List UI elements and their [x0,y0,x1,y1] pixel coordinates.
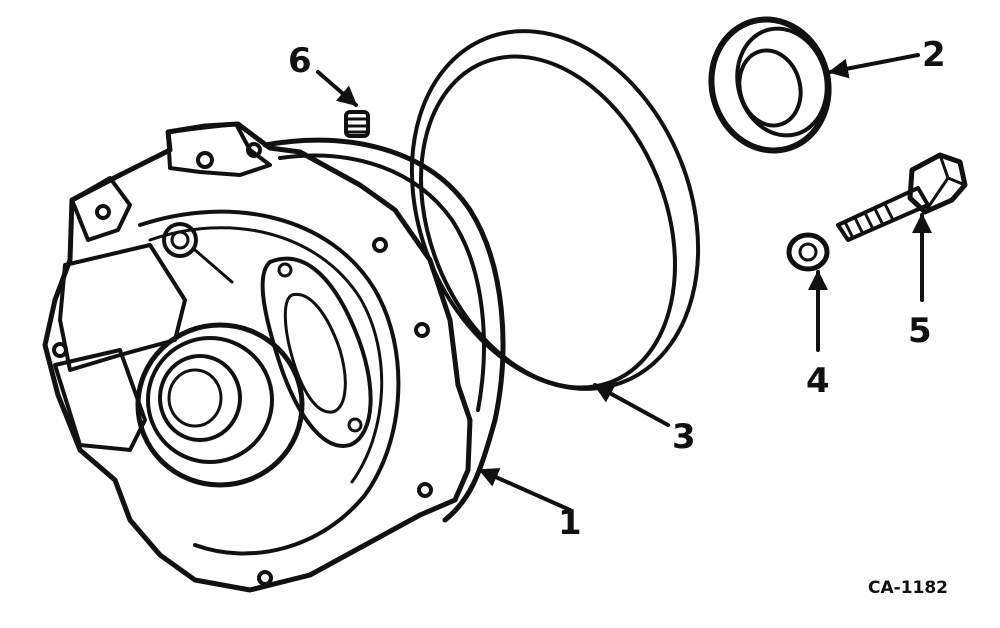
arrow-to-part-3 [593,383,670,427]
flange-bolt-hole [347,417,363,433]
housing-left-ear [70,176,132,242]
callout-2: 2 [922,35,946,75]
housing-rear-rim-inner [278,153,486,412]
bolt-hole [372,237,388,253]
bolt-hole [196,151,214,169]
hub-bore-inner [167,368,223,428]
boss-rib [193,248,234,284]
pipe-plug-threads [345,117,369,134]
callout-6: 6 [288,41,312,81]
outlet-flange [260,256,373,448]
housing-face-ring-inner [148,226,384,484]
pump-housing-part [42,121,506,593]
center-hub [135,322,305,488]
o-ring-outer [409,29,701,391]
callout-4: 4 [806,361,830,401]
seal-bore [737,48,803,128]
arrow-to-part-2 [828,53,920,79]
housing-top-ear [166,122,272,177]
hub-bore [158,354,242,442]
housing-face-ring [138,209,401,556]
bolt-hole [246,142,262,158]
washer-outer [786,232,830,272]
oil-seal-part [708,16,832,154]
washer-part [786,232,830,272]
bolt-hole [257,570,273,586]
arrow-to-part-1 [478,468,572,512]
figure-code: CA-1182 [868,578,948,598]
pipe-plug-part [344,110,370,138]
bolt-threads [843,202,895,240]
flange-bolt-hole [277,262,293,278]
pipe-plug-body [344,110,370,138]
bolt-hole [95,204,111,220]
outlet-port [283,292,347,414]
callout-1: 1 [558,503,582,543]
housing-lower-bracket [53,348,147,452]
bolt-hole [414,322,430,338]
bolt-part [836,152,968,242]
housing-side-bracket [58,243,187,372]
bolt-hole [417,482,433,498]
o-ring-part [409,29,701,391]
leader-arrows [316,53,932,512]
bolt-head [907,152,968,215]
o-ring-inner [419,54,677,390]
hub-ring [146,336,274,464]
bolt-head-facets [923,153,967,214]
top-boss-bolt [170,230,190,250]
washer-hole [798,242,818,262]
top-boss [162,222,198,258]
callout-5: 5 [908,311,932,351]
callout-3: 3 [672,417,696,457]
seal-face [735,26,829,138]
arrow-to-part-6 [316,70,358,107]
